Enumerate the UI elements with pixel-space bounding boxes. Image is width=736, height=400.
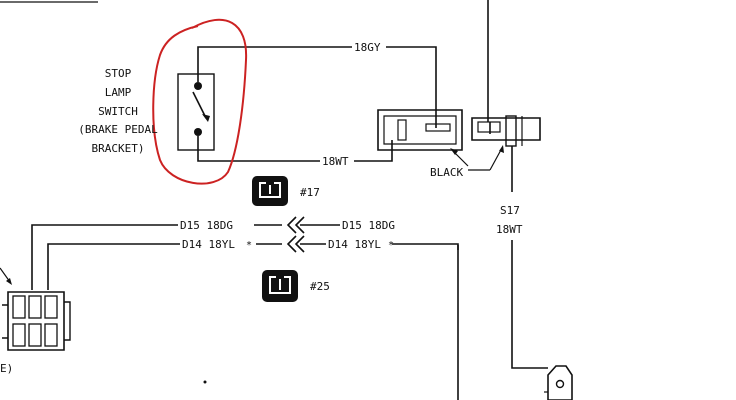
d14-right-label: D14 18YL [328, 238, 381, 251]
stray-dot [203, 380, 207, 384]
black-label: BLACK [430, 166, 463, 179]
connector-icon-25 [262, 270, 298, 302]
wire-label-bottom: 18WT [322, 155, 349, 168]
highlight-circle [152, 18, 248, 185]
connector-icon-17 [252, 176, 288, 206]
s17-color-label: 18WT [496, 223, 523, 236]
s17-label: S17 [500, 204, 520, 217]
d14-left-label: D14 18YL [182, 238, 235, 251]
d15-right-label: D15 18DG [342, 219, 395, 232]
inline-connector-chevrons [286, 216, 305, 253]
wire-label-top: 18GY [354, 41, 381, 54]
switch-label: STOP LAMP SWITCH (BRAKE PEDAL BRACKET) [78, 67, 158, 155]
d14-left-star: * [246, 240, 252, 251]
switch-label-line2: LAMP [105, 86, 132, 99]
switch-label-line4: (BRAKE PEDAL [78, 123, 158, 136]
switch-label-line5: BRACKET) [92, 142, 145, 155]
switch-label-line1: STOP [105, 67, 132, 80]
d15-left-label: D15 18DG [180, 219, 233, 232]
ground-connector [544, 365, 573, 400]
multi-pin-connector [0, 267, 71, 351]
left-edge-label: E) [0, 362, 13, 375]
d14-right-star: * [388, 240, 394, 251]
connector-17-label: #17 [300, 186, 320, 199]
connector-25-label: #25 [310, 280, 330, 293]
connector-male [471, 115, 541, 192]
switch-label-line3: SWITCH [98, 105, 138, 118]
connector-female [377, 109, 463, 151]
